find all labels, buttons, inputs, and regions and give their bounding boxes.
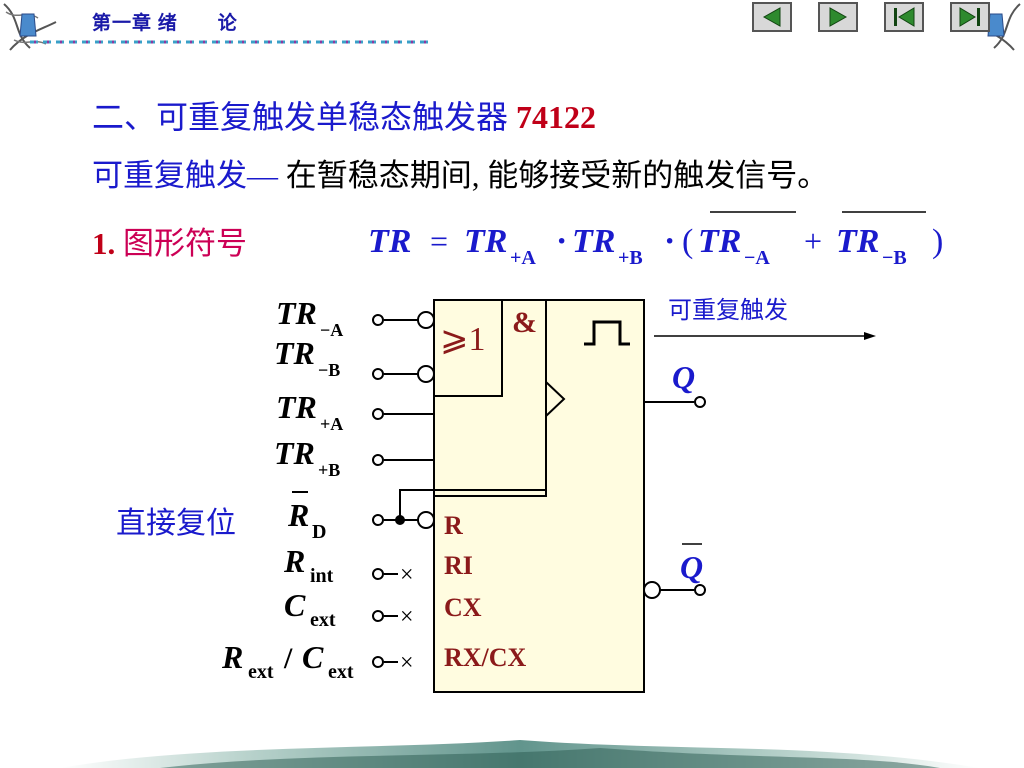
left-ornament bbox=[3, 3, 57, 51]
formula-t1: TR bbox=[464, 223, 507, 260]
formula-t3: TR bbox=[698, 223, 741, 260]
header-decoration bbox=[3, 3, 1021, 51]
or-gate-label: ⩾1 bbox=[440, 321, 486, 358]
definition-text: 在暂稳态期间, 能够接受新的触发信号。 bbox=[278, 158, 829, 193]
definition-term: 可重复触发— bbox=[92, 158, 278, 193]
previous-icon bbox=[762, 7, 781, 27]
arrow-head-icon bbox=[864, 332, 876, 340]
input-cext-main: C bbox=[284, 587, 306, 623]
nav-last-button[interactable] bbox=[950, 2, 990, 32]
definition-line: 可重复触发— 在暂稳态期间, 能够接受新的触发信号。 bbox=[92, 150, 828, 195]
input-tr-neg-b-sub: −B bbox=[318, 360, 340, 380]
formula-lhs: TR bbox=[368, 223, 411, 260]
input-tr-pos-b-main: TR bbox=[274, 435, 315, 471]
trigger-formula: TR = TR +A · TR +B · ( TR −A + TR −B ) bbox=[368, 211, 943, 269]
section-title: 图形符号 bbox=[123, 226, 247, 261]
input-cext2-sub: ext bbox=[328, 661, 354, 683]
nc-mark-rxcx: × bbox=[400, 650, 414, 676]
input-tr-pos-b-sub: +B bbox=[318, 460, 340, 480]
input-rint-sub: int bbox=[310, 565, 334, 587]
nav-next-button[interactable] bbox=[818, 2, 858, 32]
page-heading: 二、可重复触发单稳态触发器 74122 bbox=[92, 92, 596, 138]
circuit-symbol: ⩾1 & R RI CX RX/CX × × × Q Q TR −A TR −B… bbox=[221, 295, 876, 693]
formula-rparen: ) bbox=[932, 223, 943, 260]
and-gate-label: & bbox=[512, 306, 537, 339]
input-tr-pos-a-main: TR bbox=[276, 389, 317, 425]
and-gate-box bbox=[433, 299, 547, 497]
input-rd-main: R bbox=[287, 497, 309, 533]
input-rext-main: R bbox=[221, 639, 243, 675]
output-q-label: Q bbox=[672, 359, 695, 395]
input-tr-neg-a-sub: −A bbox=[320, 320, 343, 340]
reset-pin-label: R bbox=[444, 511, 463, 540]
rxcx-pin-label: RX/CX bbox=[444, 643, 527, 672]
input-rext-sub: ext bbox=[248, 661, 274, 683]
heading-text: 二、可重复触发单稳态触发器 bbox=[92, 99, 509, 135]
input-rd-sub: D bbox=[312, 521, 326, 543]
input-cext-sub: ext bbox=[310, 609, 336, 631]
input-cext2-main: C bbox=[302, 639, 324, 675]
input-rint-main: R bbox=[283, 543, 305, 579]
formula-plus: + bbox=[804, 223, 822, 259]
footer-decoration bbox=[60, 740, 980, 768]
ri-pin-label: RI bbox=[444, 551, 473, 580]
formula-t3-sub: −A bbox=[744, 247, 770, 269]
first-icon bbox=[894, 7, 915, 27]
retrigger-label: 可重复触发 bbox=[668, 298, 788, 324]
chapter-title: 第一章 绪 论 bbox=[92, 13, 238, 34]
input-slash: / bbox=[283, 642, 293, 675]
input-tr-neg-b-main: TR bbox=[274, 335, 315, 371]
last-icon bbox=[959, 7, 980, 27]
heading-number: 74122 bbox=[516, 99, 597, 135]
cx-pin-label: CX bbox=[444, 593, 482, 622]
formula-t4: TR bbox=[836, 223, 879, 260]
section-number: 1. bbox=[92, 226, 116, 261]
formula-dot1: · bbox=[556, 223, 567, 260]
formula-t1-sub: +A bbox=[510, 247, 536, 269]
pulse-icon bbox=[584, 320, 630, 346]
formula-dot2: · bbox=[664, 223, 675, 260]
formula-eq: = bbox=[430, 223, 448, 259]
direct-reset-label: 直接复位 bbox=[116, 507, 236, 540]
output-qbar-label: Q bbox=[680, 549, 703, 585]
nc-mark-rint: × bbox=[400, 562, 414, 588]
next-icon bbox=[829, 7, 848, 27]
right-ornament bbox=[967, 3, 1021, 51]
input-tr-pos-a-sub: +A bbox=[320, 414, 343, 434]
formula-t2-sub: +B bbox=[618, 247, 643, 269]
section-heading: 1. 图形符号 bbox=[92, 218, 247, 263]
edge-trigger-mark bbox=[545, 381, 566, 417]
formula-t2: TR bbox=[572, 223, 615, 260]
formula-lparen: ( bbox=[682, 223, 693, 260]
formula-t4-sub: −B bbox=[882, 247, 907, 269]
nc-mark-cext: × bbox=[400, 604, 414, 630]
nav-first-button[interactable] bbox=[884, 2, 924, 32]
nav-previous-button[interactable] bbox=[752, 2, 792, 32]
input-tr-neg-a-main: TR bbox=[276, 295, 317, 331]
